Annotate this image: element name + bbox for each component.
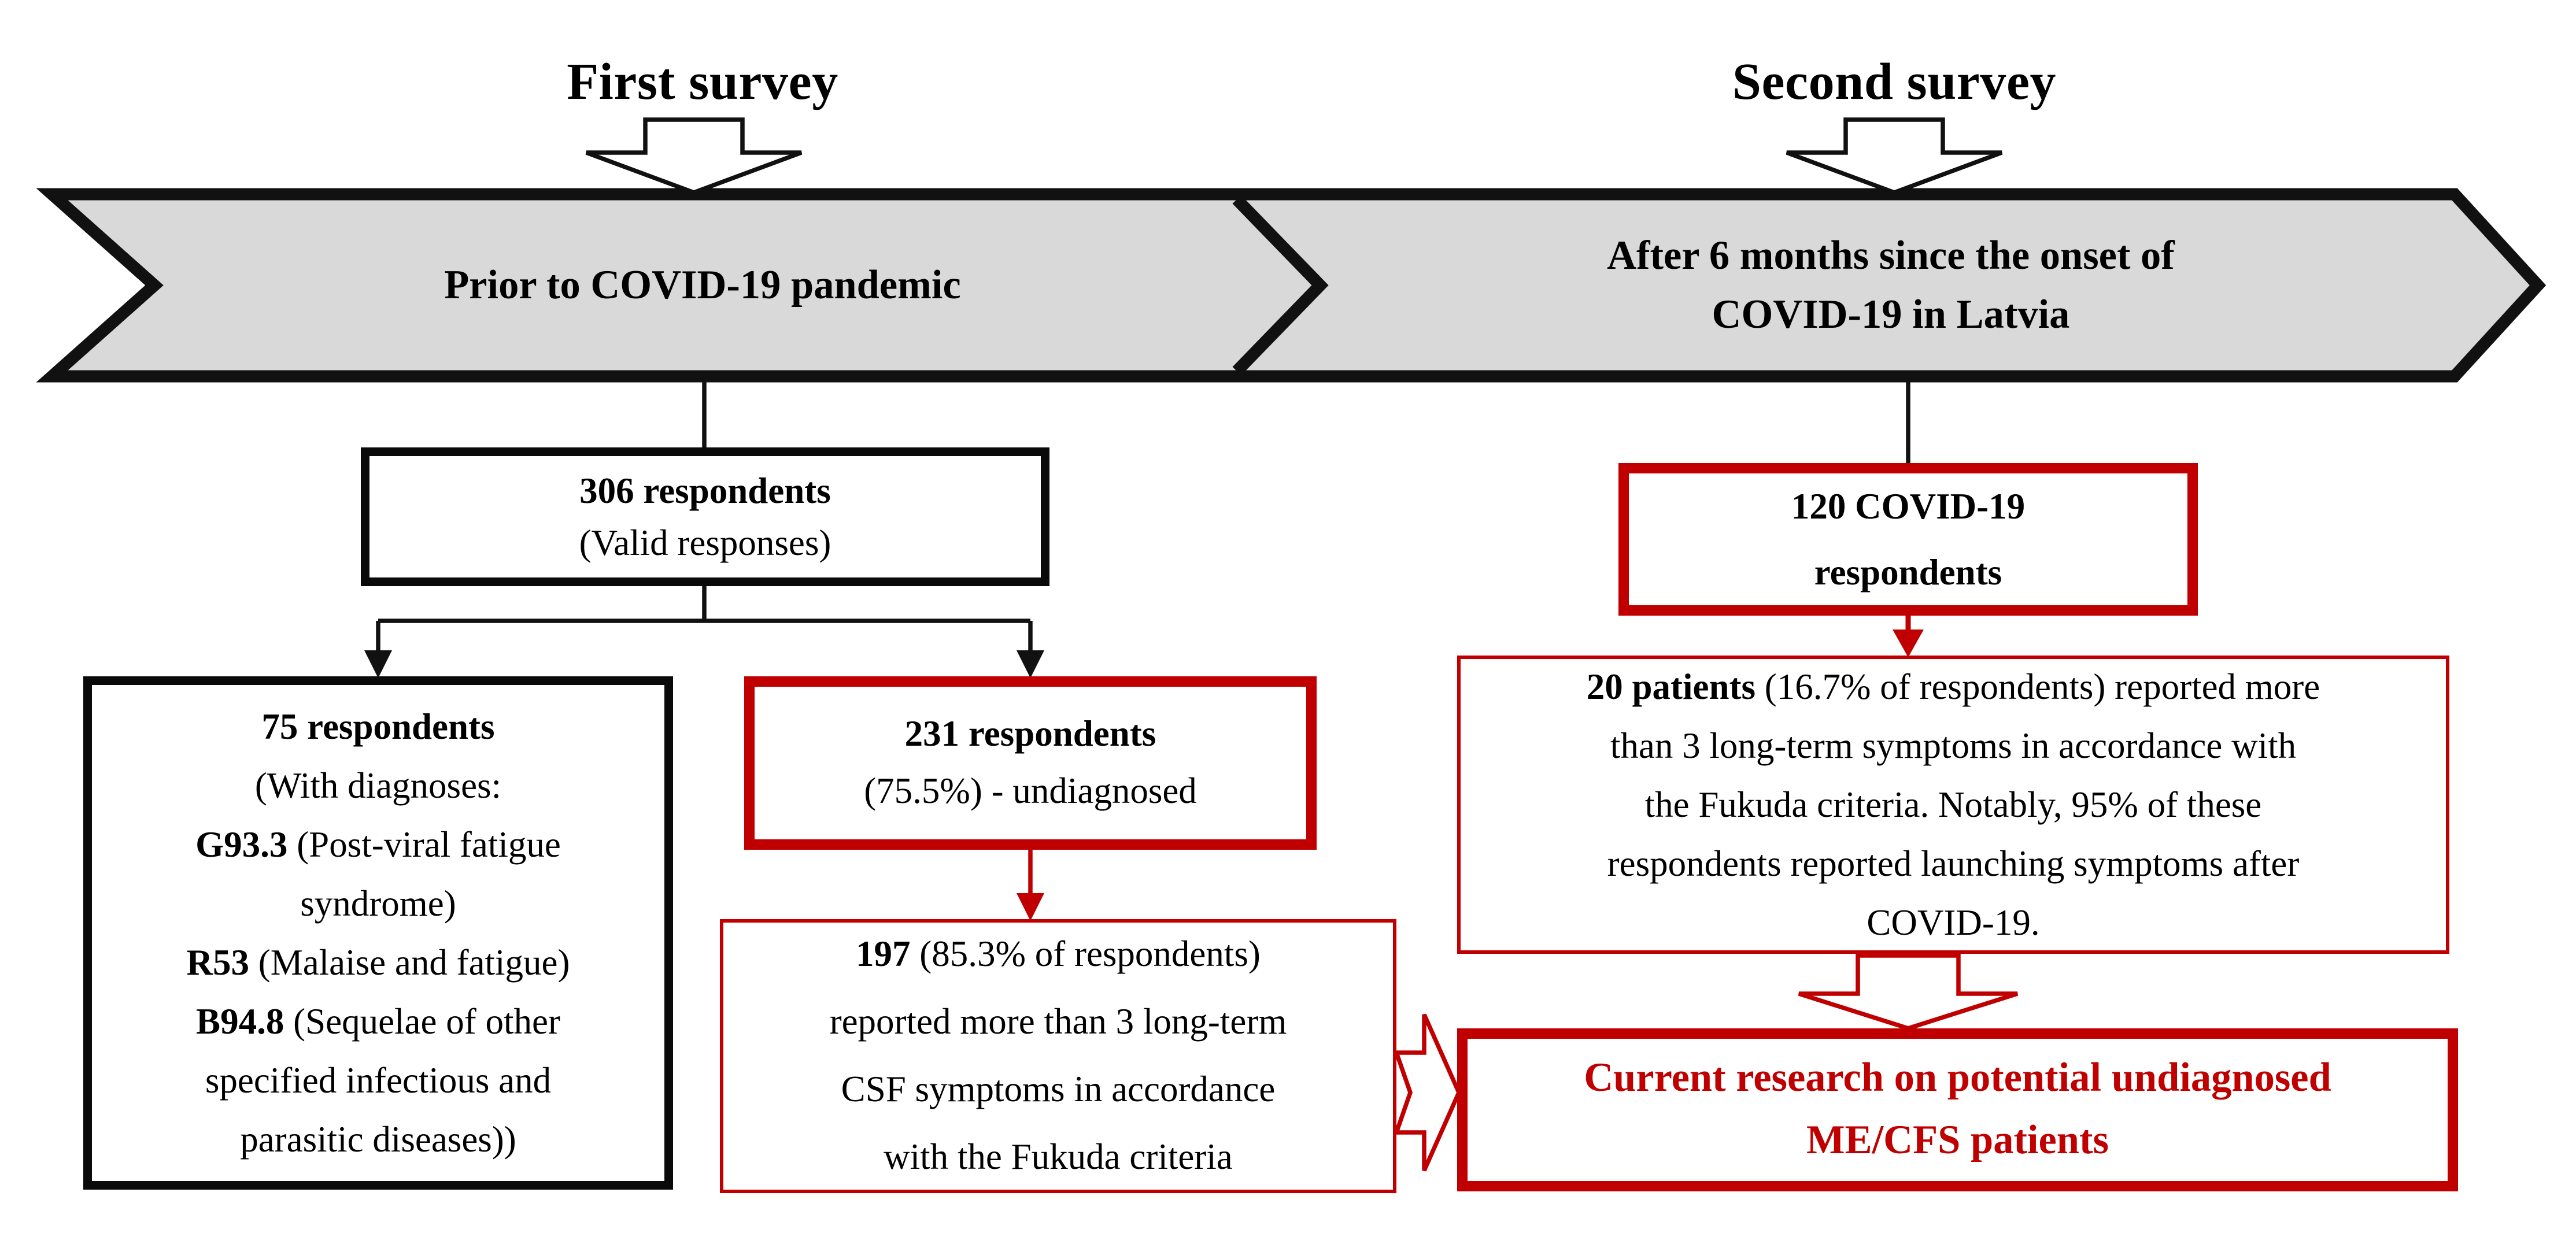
- undiagnosed-count: 231 respondents: [904, 713, 1156, 754]
- fukuda-line4: with the Fukuda criteria: [884, 1136, 1233, 1178]
- icd-code-r53: R53: [186, 942, 249, 983]
- banner-after-6-months-line1: After 6 months since the onset of: [1607, 234, 2175, 279]
- icd-code-b948: B94.8: [196, 1001, 284, 1042]
- long-term-line3: the Fukuda criteria. Notably, 95% of the…: [1644, 784, 2262, 825]
- icd-code-g933: G93.3: [195, 824, 288, 865]
- conclusion-line2: ME/CFS patients: [1806, 1119, 2109, 1164]
- covid-respondents-count: 120 COVID-19: [1791, 486, 2026, 527]
- fukuda-line3: CSF symptoms in accordance: [841, 1068, 1276, 1110]
- diagnosed-line8: parasitic diseases)): [240, 1119, 516, 1160]
- long-term-line4: respondents reported launching symptoms …: [1607, 843, 2300, 884]
- fukuda-line1-rest: (85.3% of respondents): [910, 933, 1261, 975]
- banner-after-6-months: After 6 months since the onset of COVID-…: [1405, 227, 2377, 345]
- second-survey-down-arrow-icon: [1786, 117, 2003, 195]
- long-term-line1: 20 patients (16.7% of respondents) repor…: [1587, 657, 2320, 716]
- diagnosed-box: 75 respondents (With diagnoses: G93.3 (P…: [83, 676, 673, 1190]
- valid-responses-box: 306 respondents (Valid responses): [361, 447, 1049, 586]
- valid-responses-note: (Valid responses): [579, 522, 831, 564]
- red-block-right-arrow-icon: [1393, 1013, 1462, 1172]
- arrowhead-to-231-icon: [1017, 650, 1044, 678]
- diagnosed-line3: G93.3 (Post-viral fatigue: [195, 815, 561, 874]
- patients-count: 20 patients: [1586, 666, 1756, 708]
- fukuda-count: 197: [856, 933, 911, 975]
- timeline-divider-chevron-icon: [1232, 195, 1329, 376]
- conclusion-line1: Current research on potential undiagnose…: [1584, 1056, 2331, 1101]
- conclusion-box: Current research on potential undiagnose…: [1457, 1028, 2458, 1191]
- diagnosed-line3-rest: (Post-viral fatigue: [287, 824, 561, 865]
- connector-306-split: [376, 584, 1033, 662]
- timeline-ribbon: [36, 188, 2547, 383]
- arrowhead-to-75-icon: [364, 650, 392, 678]
- diagnosed-line6-rest: (Sequelae of other: [284, 1001, 560, 1042]
- arrowhead-to-20-icon: [1893, 630, 1924, 657]
- long-term-line1-rest: (16.7% of respondents) reported more: [1755, 666, 2320, 708]
- first-survey-down-arrow-icon: [585, 117, 803, 195]
- diagnosed-count: 75 respondents: [261, 706, 495, 747]
- diagnosed-line2: (With diagnoses:: [254, 765, 502, 806]
- undiagnosed-box: 231 respondents (75.5%) - undiagnosed: [744, 676, 1317, 850]
- arrowhead-to-197-icon: [1017, 893, 1044, 921]
- fukuda-line1: 197 (85.3% of respondents): [856, 921, 1261, 988]
- banner-prior-covid: Prior to COVID-19 pandemic: [444, 264, 961, 309]
- covid-respondents-word: respondents: [1814, 551, 2002, 593]
- fukuda-box: 197 (85.3% of respondents) reported more…: [720, 919, 1396, 1193]
- fukuda-line2: reported more than 3 long-term: [829, 1001, 1287, 1042]
- long-term-line5: COVID-19.: [1867, 902, 2040, 943]
- red-block-down-arrow-icon: [1798, 953, 2019, 1031]
- long-term-symptoms-box: 20 patients (16.7% of respondents) repor…: [1457, 656, 2449, 954]
- covid-respondents-box: 120 COVID-19 respondents: [1618, 463, 2198, 616]
- banner-after-6-months-line2: COVID-19 in Latvia: [1712, 293, 2070, 338]
- diagnosed-line7: specified infectious and: [205, 1060, 552, 1101]
- undiagnosed-note: (75.5%) - undiagnosed: [864, 770, 1197, 812]
- diagnosed-line5: R53 (Malaise and fatigue): [186, 933, 570, 992]
- diagnosed-line6: B94.8 (Sequelae of other: [196, 992, 560, 1051]
- second-survey-label: Second survey: [1732, 54, 2057, 111]
- valid-responses-count: 306 respondents: [579, 470, 831, 512]
- long-term-line2: than 3 long-term symptoms in accordance …: [1610, 725, 2297, 767]
- diagnosed-line4: syndrome): [300, 883, 456, 924]
- diagnosed-line5-rest: (Malaise and fatigue): [249, 942, 570, 983]
- first-survey-label: First survey: [567, 54, 838, 111]
